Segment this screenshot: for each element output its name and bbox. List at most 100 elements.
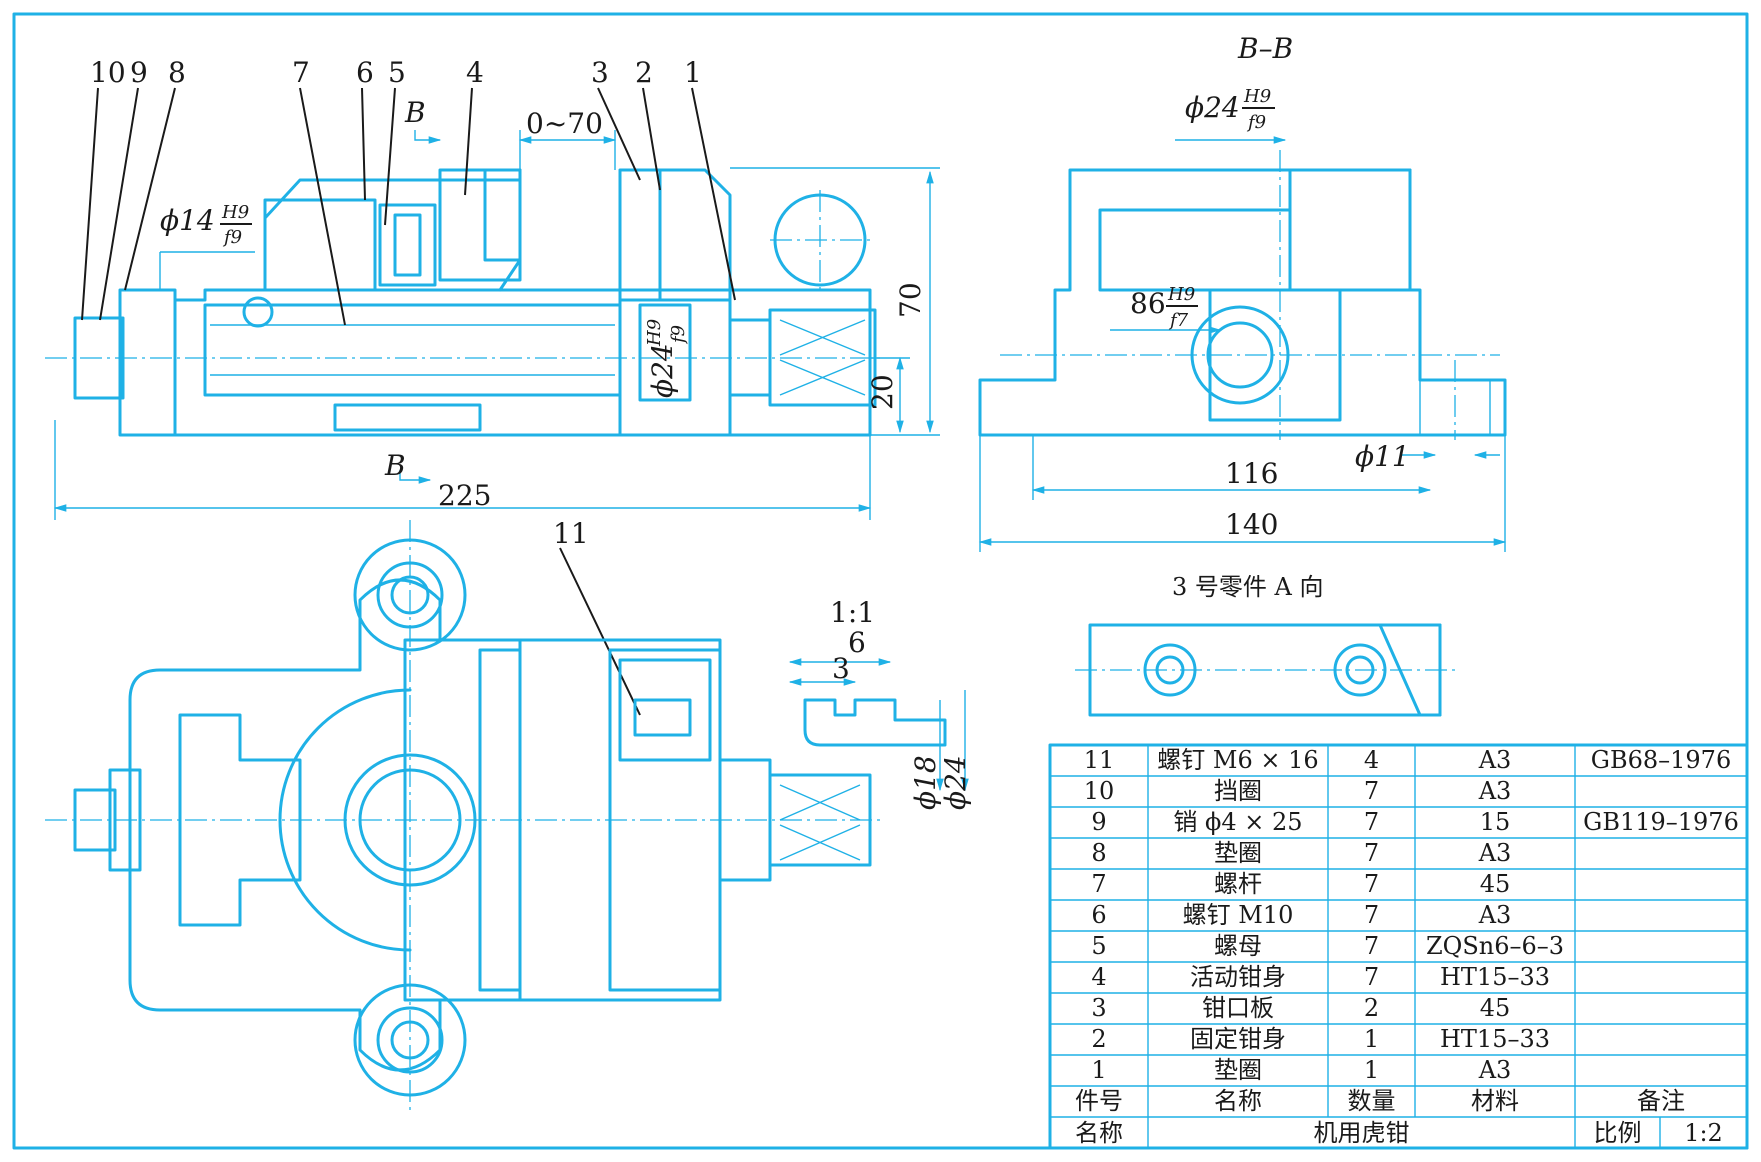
bom-footer-cell: 机用虎钳 — [1314, 1119, 1410, 1147]
bom-header-cell: 备注 — [1637, 1087, 1685, 1115]
bom-cell: HT15–33 — [1440, 1025, 1550, 1053]
dim-w6: 6 — [848, 626, 866, 659]
dim-jaw-open: 0~70 — [526, 107, 603, 140]
bom-cell: A3 — [1478, 901, 1512, 929]
sheet-border — [12, 12, 1749, 1150]
dim-length-225: 225 — [438, 479, 491, 512]
part-label-1: 1 — [684, 56, 702, 89]
bom-cell: 7 — [1364, 870, 1379, 898]
bom-footer-cell: 比例 — [1594, 1119, 1642, 1147]
bom-cell: ZQSn6–6–3 — [1426, 932, 1564, 960]
dim-w116: 116 — [1225, 457, 1278, 490]
bom-cell: 垫圈 — [1214, 1056, 1262, 1084]
section-title-bb: B–B — [1237, 32, 1293, 65]
bom-footer-cell: 名称 — [1075, 1119, 1123, 1147]
dim-d18: ϕ18 — [909, 755, 942, 810]
front-labels: 10 9 8 7 6 5 4 3 2 1 11 — [81, 56, 736, 716]
bom-cell: 5 — [1091, 932, 1106, 960]
b-b-section-view — [978, 150, 1507, 440]
bom-cell: 45 — [1480, 994, 1511, 1022]
bom-cell: 螺母 — [1214, 932, 1262, 960]
bom-cell: 3 — [1091, 994, 1106, 1022]
dim-d14-fit-top: H9 — [221, 202, 249, 223]
bom-header-cell: 名称 — [1214, 1087, 1262, 1115]
bom-cell: 10 — [1084, 777, 1115, 805]
bom-cell: HT15–33 — [1440, 963, 1550, 991]
front-dim-text: B B 0~70 ϕ14 H9 f9 225 ϕ24 H9 f9 70 20 — [160, 96, 927, 512]
part-label-3: 3 — [591, 56, 609, 89]
dim-d24-fit-top: H9 — [644, 319, 665, 347]
bom-cell: 7 — [1364, 839, 1379, 867]
bom-cell: A3 — [1478, 746, 1512, 774]
dim-height-70: 70 — [894, 282, 927, 318]
bom-cell: 螺钉 M6 × 16 — [1157, 746, 1318, 774]
part-label-8: 8 — [168, 56, 186, 89]
part-label-7: 7 — [292, 56, 310, 89]
bom-cell: 固定钳身 — [1190, 1025, 1286, 1053]
bom-header-cell: 数量 — [1348, 1087, 1396, 1115]
part-label-4: 4 — [466, 56, 484, 89]
bom-cell: A3 — [1478, 777, 1512, 805]
dim-height-20: 20 — [866, 374, 899, 410]
b-b-text: B–B ϕ24 H9 f9 86 H9 f7 ϕ11 116 140 — [1130, 32, 1410, 541]
bom-cell: GB119–1976 — [1583, 808, 1739, 836]
bom-cell: 2 — [1364, 994, 1379, 1022]
bom-cell: A3 — [1478, 1056, 1512, 1084]
dim-d24-main: ϕ24 — [646, 343, 679, 398]
dim-d24-detail: ϕ24 — [939, 755, 972, 810]
bom-cell: A3 — [1478, 839, 1512, 867]
bom-cell: 45 — [1480, 870, 1511, 898]
dim-d14-fit-bottom: f9 — [222, 227, 242, 248]
front-dimensions — [53, 130, 940, 520]
bom-cell: 7 — [1364, 808, 1379, 836]
bom-cell: 4 — [1364, 746, 1379, 774]
bom-cell: 6 — [1091, 901, 1106, 929]
bom-cell: 活动钳身 — [1190, 963, 1286, 991]
dim-d24-bb: ϕ24 — [1185, 91, 1240, 124]
bom-cell: 11 — [1084, 746, 1115, 774]
dim-w86-fit-bottom: f7 — [1168, 310, 1189, 331]
part-label-6: 6 — [356, 56, 374, 89]
bom-cell: 螺钉 M10 — [1183, 901, 1294, 929]
bom-cell: 钳口板 — [1202, 994, 1274, 1022]
bom-cell: 垫圈 — [1214, 839, 1262, 867]
top-view — [45, 520, 880, 1110]
bom-header-cell: 材料 — [1471, 1087, 1519, 1115]
section-mark-b-top: B — [404, 96, 426, 129]
bom-footer-cell: 1:2 — [1684, 1119, 1723, 1147]
dim-d24-bb-fit-bottom: f9 — [1246, 112, 1266, 133]
dim-d14: ϕ14 — [160, 204, 215, 237]
dim-w86-fit-top: H9 — [1167, 284, 1195, 305]
bom-cell: 7 — [1364, 901, 1379, 929]
b-b-dimensions — [978, 136, 1507, 552]
dim-d24-fit-bottom: f9 — [668, 325, 689, 345]
bom-cell: 1 — [1364, 1056, 1379, 1084]
bom-cell: 9 — [1091, 808, 1106, 836]
dim-d11: ϕ11 — [1355, 440, 1410, 473]
bom-cell: 4 — [1091, 963, 1106, 991]
detail-view: 1:1 6 3 ϕ18 ϕ24 — [788, 596, 972, 810]
bom-cell: 螺杆 — [1214, 870, 1262, 898]
section-mark-b-bottom: B — [384, 449, 406, 482]
detail-scale: 1:1 — [830, 596, 875, 629]
bom-cell: 15 — [1480, 808, 1511, 836]
view-a-title: 3 号零件 A 向 — [1172, 573, 1324, 601]
bom-cell: 7 — [1364, 777, 1379, 805]
view-a: 3 号零件 A 向 — [1075, 573, 1455, 717]
bom-cell: 7 — [1364, 932, 1379, 960]
dim-w3: 3 — [832, 652, 850, 685]
dim-w140: 140 — [1225, 508, 1278, 541]
part-label-5: 5 — [388, 56, 406, 89]
bom-cell: 2 — [1091, 1025, 1106, 1053]
part-label-9: 9 — [130, 56, 148, 89]
dim-d24-bb-fit-top: H9 — [1243, 86, 1271, 107]
part-label-10: 10 — [90, 56, 126, 89]
bom-cell: 7 — [1364, 963, 1379, 991]
bom-cell: 挡圈 — [1214, 777, 1262, 805]
dim-w86: 86 — [1130, 287, 1166, 320]
bom-cell: 7 — [1091, 870, 1106, 898]
bom-cell: GB68–1976 — [1591, 746, 1731, 774]
